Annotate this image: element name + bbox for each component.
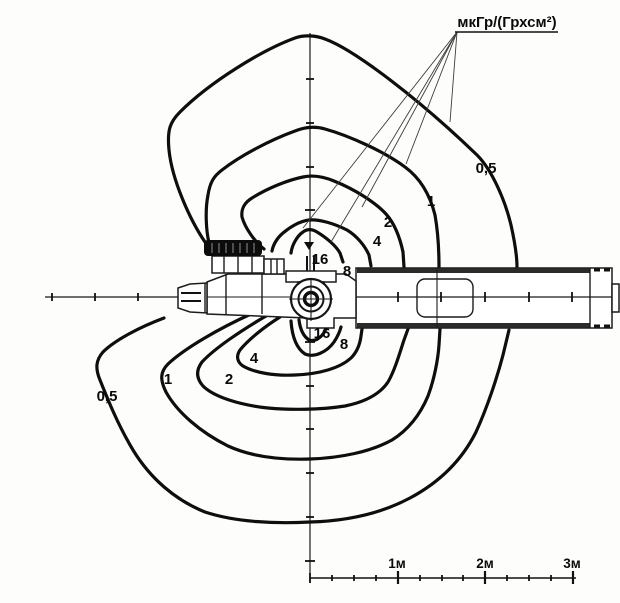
- xray-unit: [177, 240, 620, 329]
- cable-plug: [177, 282, 208, 314]
- contour-0.5-lower: [95, 316, 511, 525]
- contour-0.5-upper: [166, 34, 519, 269]
- upper-block-small: [263, 258, 285, 275]
- leader-line-8: [302, 31, 458, 229]
- arm-body: [355, 267, 613, 329]
- contour-1-lower: [160, 312, 442, 461]
- contour-label-2-lower: 2: [225, 371, 233, 388]
- unit-callout: мкГр/(Грхсм²): [302, 14, 558, 243]
- lower-contours: [95, 312, 511, 525]
- contour-label-16-upper: 16: [312, 251, 329, 268]
- arm-top-strip: [357, 268, 590, 273]
- contour-label-8-upper: 8: [343, 263, 351, 280]
- support-arm: [355, 267, 620, 329]
- contour-label-4-upper: 4: [373, 233, 382, 250]
- focal-window: [289, 277, 333, 321]
- scale-label-1m: 1м: [388, 556, 406, 571]
- ribbed-cap: [204, 240, 262, 256]
- scale-major-ticks: [396, 571, 575, 584]
- unit-label: мкГр/(Грхсм²): [457, 14, 556, 31]
- leader-line-1: [405, 31, 458, 165]
- arm-inner-panel: [416, 278, 474, 318]
- scale-label-3m: 3м: [563, 556, 581, 571]
- vertical-axis-ticks: [305, 78, 315, 562]
- leader-line-4: [330, 31, 458, 243]
- scale-ruler: 1м 2м 3м: [309, 556, 581, 584]
- arm-bottom-strip: [357, 323, 590, 328]
- contour-label-0.5-lower: 0,5: [97, 388, 118, 405]
- contour-labels: 0,5 1 2 4 16 8 16 8 4 2 1 0,5: [97, 160, 497, 405]
- upper-contours: [166, 34, 519, 269]
- leader-line-0.5: [449, 31, 458, 123]
- arm-end-stub: [611, 283, 620, 313]
- contour-label-4-lower: 4: [250, 350, 259, 367]
- contour-label-8-lower: 8: [340, 336, 348, 353]
- contour-label-2-upper: 2: [384, 214, 392, 231]
- contour-label-1-lower: 1: [164, 371, 172, 388]
- contour-label-1-upper: 1: [427, 193, 435, 210]
- contour-16-lower: [297, 318, 329, 343]
- contour-2-lower: [196, 314, 410, 411]
- contour-label-0.5-upper: 0,5: [476, 160, 497, 177]
- contour-8-lower: [289, 319, 343, 357]
- contour-2-upper: [240, 174, 406, 269]
- contour-8-upper: [289, 228, 345, 264]
- scale-minor-ticks: [309, 573, 552, 583]
- contour-16-upper-arrow: [304, 242, 314, 250]
- leader-line-2: [361, 31, 458, 208]
- contour-1-upper: [204, 125, 441, 269]
- scale-label-2m: 2м: [476, 556, 494, 571]
- contour-4-lower: [236, 315, 364, 377]
- contour-label-16-lower: 16: [314, 325, 331, 342]
